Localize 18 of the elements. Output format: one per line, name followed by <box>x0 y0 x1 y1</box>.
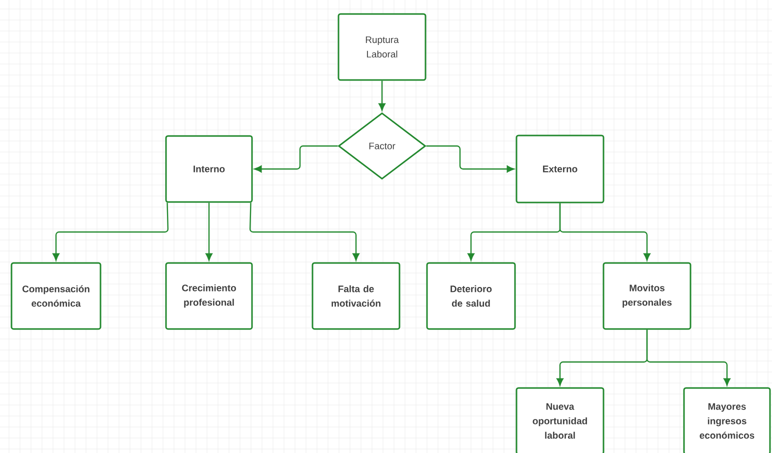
process-box: Compensación económica <box>10 262 102 330</box>
arrow <box>426 145 514 172</box>
arrow <box>206 202 212 261</box>
arrow <box>254 145 338 172</box>
arrow <box>378 80 386 111</box>
process-box: Deterioro de salud <box>426 262 516 330</box>
process-box: Nueva oportunidad laboral <box>516 387 604 453</box>
process-box: Crecimiento profesional <box>165 262 253 330</box>
process-box: Movitos personales <box>602 262 692 330</box>
arrow <box>646 330 730 386</box>
arrow <box>52 202 169 261</box>
arrow <box>559 203 650 261</box>
process-box: Mayores ingresos económicos <box>683 387 771 453</box>
process-box: Externo <box>516 134 604 204</box>
arrow <box>249 202 360 261</box>
process-box: Ruptura Laboral <box>338 13 426 81</box>
process-box: Falta de motivación <box>312 262 400 330</box>
process-box: Interno <box>165 135 253 203</box>
